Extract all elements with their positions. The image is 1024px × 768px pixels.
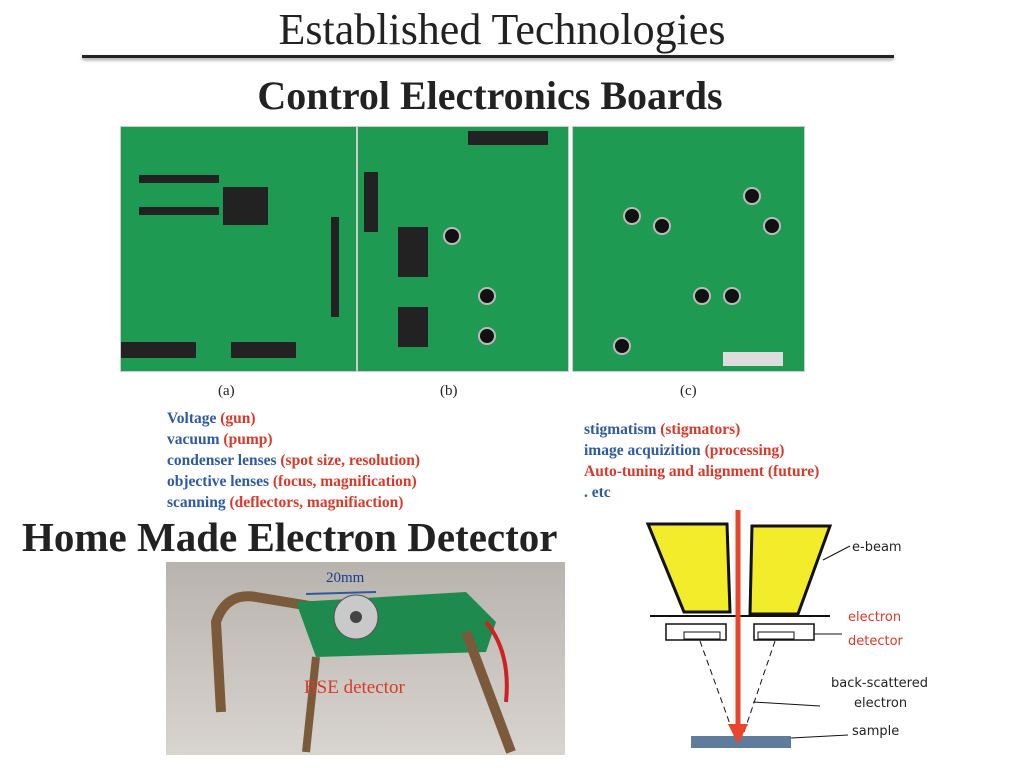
left-feature-list: Voltage (gun) vacuum (pump) condenser le… (167, 408, 420, 513)
detector-diagram: e-beam electron detector back-scattered … (620, 510, 960, 760)
list-item: Voltage (gun) (167, 410, 256, 427)
list-item: stigmatism (stigmators) (584, 421, 741, 438)
sample-plate (691, 736, 791, 748)
label-e-beam: e-beam (852, 540, 902, 555)
list-item: Auto-tuning and alignment (future) (584, 463, 820, 480)
label-electron-detector-2: detector (848, 634, 903, 649)
list-item: . etc (584, 484, 611, 501)
list-item: scanning (deflectors, magnifiaction) (167, 494, 404, 511)
board-photo-b (357, 126, 569, 372)
label-back-scattered-2: electron (854, 696, 908, 711)
photo-caption: BSE detector (304, 677, 405, 698)
list-item: condenser lenses (spot size, resolution) (167, 452, 421, 469)
list-item: image acquizition (processing) (584, 442, 785, 459)
title-divider (82, 55, 894, 58)
label-electron-detector-1: electron (848, 610, 902, 625)
pole-piece-right (748, 524, 833, 616)
pole-piece-left (645, 522, 732, 614)
section-heading-detector: Home Made Electron Detector (22, 514, 558, 560)
list-item: vacuum (pump) (167, 431, 273, 448)
section-subtitle: Control Electronics Boards (257, 73, 723, 118)
right-feature-list: stigmatism (stigmators) image acquizitio… (584, 419, 819, 503)
board-photo-a (120, 126, 357, 372)
slide-title: Established Technologies (278, 5, 726, 54)
board-label-c: (c) (680, 383, 697, 399)
board-label-b: (b) (440, 383, 458, 399)
detector-photo: 20mm BSE detector (166, 562, 565, 755)
board-label-a: (a) (218, 383, 235, 399)
board-photo-c (572, 126, 805, 372)
scale-label: 20mm (326, 570, 365, 586)
label-sample: sample (852, 724, 900, 739)
list-item: objective lenses (focus, magnification) (167, 473, 417, 490)
label-back-scattered-1: back-scattered (831, 676, 928, 691)
